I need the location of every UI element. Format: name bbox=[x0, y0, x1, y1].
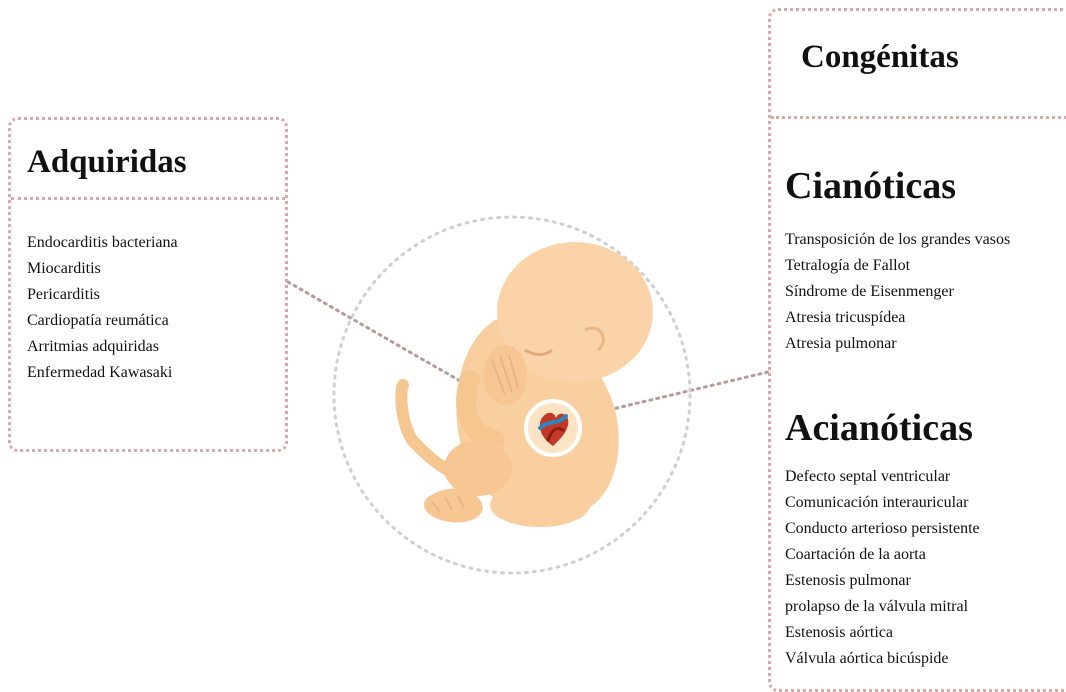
acquired-panel: Adquiridas Endocarditis bacteriana Mioca… bbox=[8, 117, 288, 452]
list-item: Transposición de los grandes vasos bbox=[785, 227, 1010, 253]
list-item: Miocarditis bbox=[27, 256, 178, 282]
congenital-divider bbox=[771, 116, 1066, 119]
congenital-panel: Congénitas Cianóticas Transposición de l… bbox=[768, 8, 1066, 692]
list-item: Cardiopatía reumática bbox=[27, 308, 178, 334]
fetus-hand bbox=[483, 345, 527, 405]
heart-icon bbox=[526, 401, 580, 455]
list-item: Comunicación interauricular bbox=[785, 490, 980, 516]
list-item: Tetralogía de Fallot bbox=[785, 253, 1010, 279]
acquired-divider bbox=[11, 197, 285, 200]
cyanotic-title: Cianóticas bbox=[785, 164, 956, 208]
fetus-illustration-icon bbox=[401, 242, 653, 527]
acquired-title: Adquiridas bbox=[27, 144, 187, 181]
list-item: Arritmias adquiridas bbox=[27, 334, 178, 360]
list-item: Coartación de la aorta bbox=[785, 542, 980, 568]
list-item: Atresia tricuspídea bbox=[785, 305, 1010, 331]
congenital-title: Congénitas bbox=[801, 39, 959, 76]
list-item: Conducto arterioso persistente bbox=[785, 516, 980, 542]
acyanotic-title: Acianóticas bbox=[785, 406, 973, 450]
acquired-list: Endocarditis bacteriana Miocarditis Peri… bbox=[27, 230, 178, 386]
list-item: Endocarditis bacteriana bbox=[27, 230, 178, 256]
list-item: Válvula aórtica bicúspide bbox=[785, 646, 980, 672]
list-item: Estenosis aórtica bbox=[785, 620, 980, 646]
cyanotic-list: Transposición de los grandes vasos Tetra… bbox=[785, 227, 1010, 357]
list-item: Pericarditis bbox=[27, 282, 178, 308]
fetus-leg bbox=[490, 483, 590, 527]
list-item: prolapso de la válvula mitral bbox=[785, 594, 980, 620]
list-item: Síndrome de Eisenmenger bbox=[785, 279, 1010, 305]
fetus-thigh bbox=[444, 440, 512, 496]
list-item: Defecto septal ventricular bbox=[785, 464, 980, 490]
list-item: Atresia pulmonar bbox=[785, 331, 1010, 357]
list-item: Estenosis pulmonar bbox=[785, 568, 980, 594]
list-item: Enfermedad Kawasaki bbox=[27, 360, 178, 386]
acyanotic-list: Defecto septal ventricular Comunicación … bbox=[785, 464, 980, 672]
